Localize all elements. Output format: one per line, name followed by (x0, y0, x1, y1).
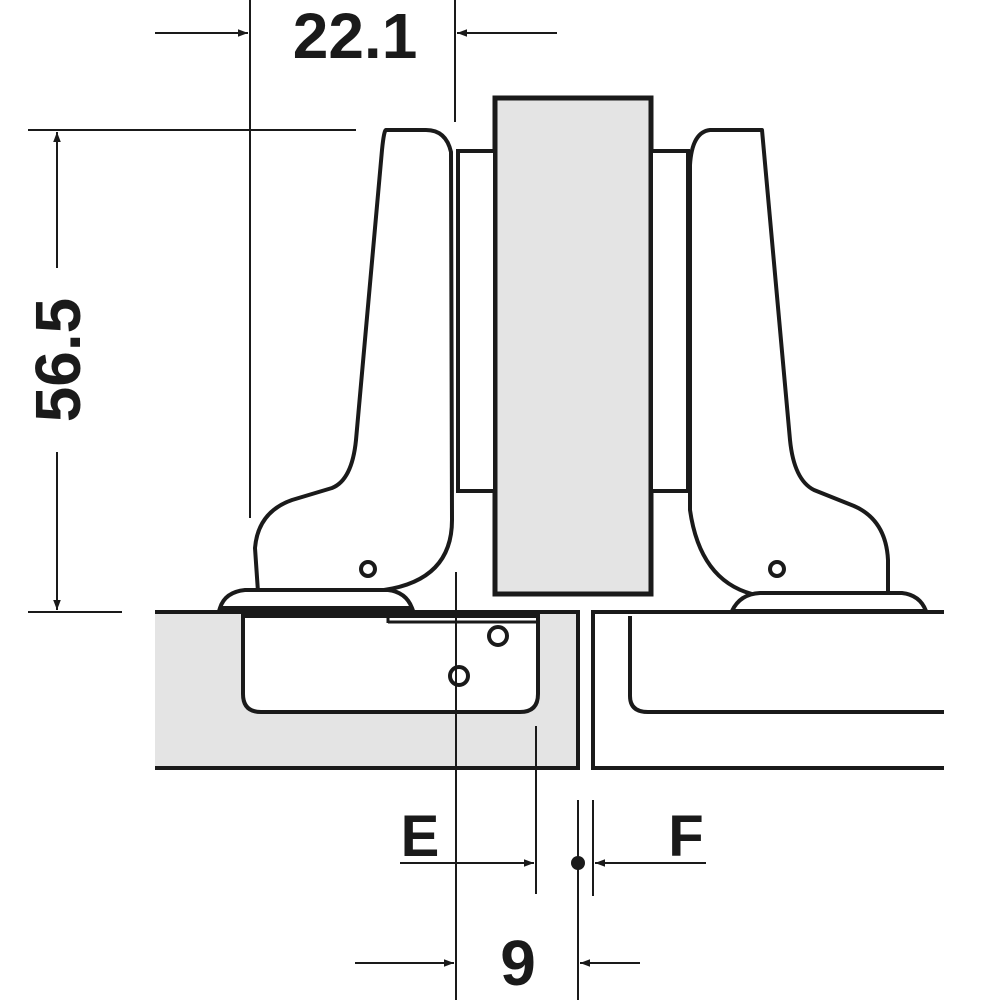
right-hinge-base-plate (728, 591, 929, 613)
hinge-cup-recess (241, 614, 540, 714)
dimension-label-height: 56.5 (22, 298, 94, 423)
dimension-label-e: E (401, 804, 440, 869)
extension-lines (28, 0, 594, 1000)
cabinet-side-panel (155, 610, 580, 770)
right-hinge-pivot (768, 560, 786, 578)
screw-hole-upper (487, 625, 509, 647)
mounting-plate-right (649, 149, 690, 493)
middle-door-panel (456, 95, 690, 597)
mounting-plate-left (456, 149, 497, 493)
left-hinge (217, 128, 454, 610)
cabinet-right-panel (591, 610, 944, 770)
dimension-label-bottom-width: 9 (500, 927, 536, 999)
screw-hole-lower (448, 665, 470, 687)
dimension-label-f: F (668, 804, 703, 869)
dimension-label-top-width: 22.1 (293, 0, 418, 72)
right-hinge (688, 128, 929, 613)
left-hinge-pivot (359, 560, 377, 578)
left-hinge-base-plate (217, 588, 415, 610)
dimension-reference-dot (571, 856, 585, 870)
